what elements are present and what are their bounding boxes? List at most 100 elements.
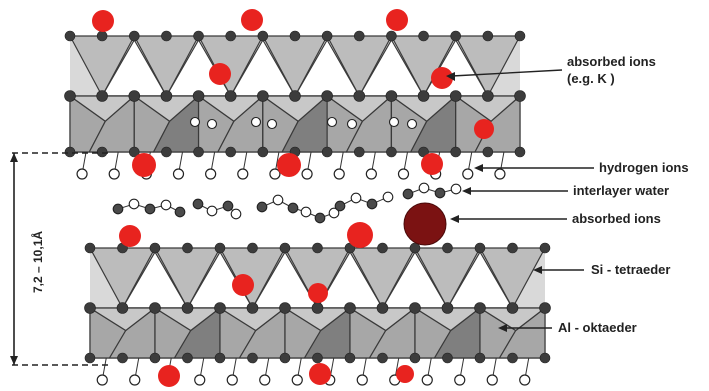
hydrogen-ion — [486, 374, 498, 386]
oxygen-node — [64, 90, 76, 102]
oxygen-node — [386, 146, 397, 158]
spacing-arrowhead-top — [10, 153, 18, 162]
water-atom — [287, 202, 299, 214]
oxygen-node — [321, 30, 333, 42]
al-octahedra-layer-top — [69, 95, 521, 153]
interlayer-spacing-marker: 7,2 – 10,1Å — [10, 152, 110, 366]
absorbed-ion — [396, 365, 414, 383]
hydrogen-ion — [519, 374, 531, 386]
arrowhead-interlayer-water — [462, 187, 471, 195]
oxygen-node — [514, 30, 526, 42]
oxygen-node — [474, 302, 486, 314]
oxygen-node — [482, 146, 494, 158]
oxygen-node — [539, 302, 551, 314]
absorbed-ion — [421, 153, 443, 175]
oxygen-node — [482, 90, 494, 102]
oxygen-node — [149, 352, 161, 364]
oxygen-node — [312, 242, 323, 254]
oxygen-node — [247, 352, 258, 364]
label-interlayer-water: interlayer water — [573, 183, 669, 198]
hydrogen-ion — [226, 374, 238, 386]
hydrogen-ion — [129, 374, 141, 386]
interlayer-water-molecules — [112, 182, 462, 224]
hydrogen-ion — [250, 116, 262, 128]
oxygen-node — [117, 352, 128, 364]
oxygen-node — [321, 146, 333, 158]
annotation-labels: absorbed ions (e.g. K ) hydrogen ions in… — [558, 54, 689, 335]
oxygen-node — [247, 242, 258, 254]
absorbed-ion — [386, 9, 408, 31]
absorbed-ion — [474, 119, 494, 139]
water-atom — [418, 182, 430, 194]
oxygen-node — [377, 352, 388, 364]
oxygen-node — [214, 302, 226, 314]
oxygen-node — [224, 90, 237, 102]
oxygen-node — [225, 146, 237, 158]
oxygen-node — [246, 302, 259, 314]
water-atom — [206, 205, 218, 217]
oxygen-node — [376, 302, 389, 314]
hydrogen-ion — [76, 168, 88, 180]
oxygen-node — [506, 302, 519, 314]
oxygen-node — [418, 30, 429, 42]
oxygen-node — [96, 146, 108, 158]
hydrogen-ion — [269, 168, 281, 180]
hydrogen-ion — [406, 118, 418, 130]
hydrogen-ion — [291, 374, 303, 386]
hydrogen-ion — [326, 116, 338, 128]
oxygen-node — [409, 242, 421, 254]
oxygen-node — [344, 302, 356, 314]
oxygen-node — [507, 352, 518, 364]
oxygen-node — [64, 146, 76, 158]
oxygen-node — [353, 90, 366, 102]
oxygen-node — [377, 242, 388, 254]
water-atom — [314, 212, 326, 224]
oxygen-node — [474, 242, 486, 254]
oxygen-node — [450, 30, 462, 42]
oxygen-node — [514, 146, 526, 158]
oxygen-node — [312, 352, 323, 364]
absorbed-ion — [347, 222, 373, 248]
hydrogen-ion — [421, 374, 433, 386]
absorbed-ions-group — [92, 9, 494, 387]
water-atom — [256, 201, 268, 213]
water-atom — [222, 200, 234, 212]
oxygen-node — [289, 30, 301, 42]
water-atom — [334, 200, 346, 212]
oxygen-node — [84, 242, 96, 254]
oxygen-node — [442, 242, 453, 254]
hydrogen-ion — [454, 374, 466, 386]
oxygen-node — [279, 242, 291, 254]
hydrogen-ion — [259, 374, 271, 386]
absorbed-ion — [232, 274, 254, 296]
spacing-arrowhead-bottom — [10, 356, 18, 365]
water-atom — [366, 198, 378, 210]
water-atom — [450, 183, 462, 195]
water-atom — [144, 203, 156, 215]
arrowhead-hydrogen-ions — [474, 164, 483, 172]
oxygen-node — [257, 146, 269, 158]
water-atom — [192, 198, 204, 210]
arrowhead-absorbed-ions-top — [446, 72, 455, 81]
oxygen-node — [311, 302, 324, 314]
oxygen-node — [149, 302, 161, 314]
oxygen-node — [160, 90, 173, 102]
spacing-label: 7,2 – 10,1Å — [30, 231, 45, 293]
absorbed-ion-large — [403, 202, 447, 246]
hydrogen-ion — [172, 168, 185, 180]
absorbed-ion — [241, 9, 263, 31]
hydrogen-ion — [301, 168, 313, 180]
absorbed-ion — [119, 225, 141, 247]
oxygen-node — [64, 30, 76, 42]
label-absorbed-ions-example: (e.g. K ) — [567, 71, 615, 86]
oxygen-node — [214, 242, 226, 254]
hydrogen-ion — [356, 374, 368, 386]
oxygen-node — [514, 90, 526, 102]
hydrogen-ion — [266, 118, 278, 130]
arrowhead-al-oktaeder — [498, 324, 507, 332]
oxygen-node — [116, 302, 129, 314]
oxygen-node — [257, 90, 269, 102]
oxygen-node — [344, 352, 356, 364]
oxygen-node — [182, 242, 193, 254]
arrowhead-si-tetraeder — [533, 266, 542, 274]
